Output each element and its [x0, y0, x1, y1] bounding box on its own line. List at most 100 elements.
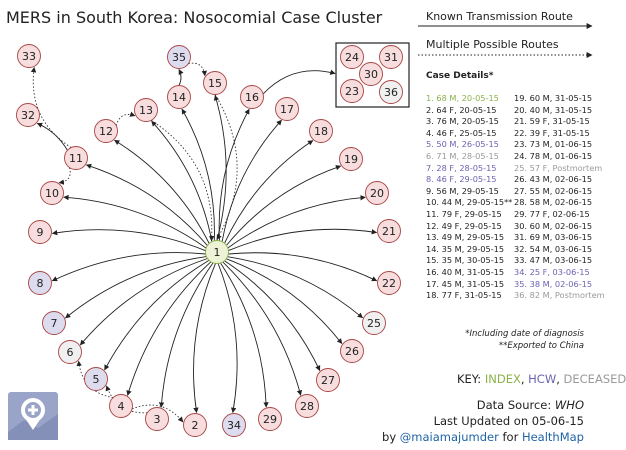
legend-known-label: Known Transmission Route: [426, 10, 573, 23]
author-handle[interactable]: @maiamajumder: [399, 430, 499, 444]
case-detail-item: 22. 39 F, 31-05-15: [514, 127, 590, 138]
case-node-circle: [365, 181, 389, 205]
cluster-box: [335, 42, 410, 108]
case-node-label: 36: [384, 86, 398, 99]
case-detail-item: 23. 73 M, 01-06-15: [514, 139, 593, 150]
case-node-circle: [205, 240, 229, 264]
case-detail-item: 11. 79 F, 29-05-15: [426, 208, 502, 219]
known-route-edge: [36, 122, 68, 151]
known-route-edge: [51, 252, 206, 282]
case-node-circle: [258, 407, 282, 431]
case-node-circle: [58, 340, 82, 364]
healthmap-link[interactable]: HealthMap: [521, 430, 584, 444]
data-source: Data Source: WHO: [477, 398, 584, 412]
case-node-label: 7: [51, 317, 58, 330]
possible-route-edge: [30, 66, 72, 148]
case-node-32: 32: [16, 103, 40, 127]
case-detail-item: 3. 76 M, 20-05-15: [426, 116, 499, 127]
case-node-circle: [145, 407, 169, 431]
known-route-edge: [222, 261, 303, 396]
case-node-7: 7: [42, 311, 66, 335]
case-node-label: 6: [67, 346, 74, 359]
case-node-circle: [203, 71, 227, 95]
case-detail-item: 1. 68 M, 20-05-15: [426, 93, 499, 103]
known-route-edge: [227, 256, 364, 319]
key-index: INDEX: [484, 372, 521, 386]
known-route-edge: [178, 69, 184, 86]
known-route-edge: [227, 195, 366, 249]
key-separator: ,: [556, 372, 560, 386]
case-node-10: 10: [40, 181, 64, 205]
case-node-circle: [240, 85, 264, 109]
case-detail-item: 18. 77 F, 31-05-15: [426, 290, 502, 301]
case-node-label: 13: [139, 104, 153, 117]
known-route-edge: [181, 108, 215, 241]
attribution-by: by: [382, 430, 397, 444]
case-node-circle: [379, 80, 403, 104]
case-node-circle: [28, 220, 52, 244]
case-detail-item: 4. 46 F, 25-05-15: [426, 127, 497, 138]
known-route-edge: [226, 165, 342, 246]
known-route-edge: [63, 194, 207, 249]
known-route-edge: [151, 120, 213, 242]
case-node-label: 14: [172, 91, 186, 104]
case-node-3: 3: [145, 407, 169, 431]
known-route-edge: [228, 252, 378, 282]
case-detail-item: 29. 77 F, 02-06-15: [514, 208, 590, 219]
case-node-circle: [222, 413, 246, 437]
case-node-12: 12: [94, 119, 118, 143]
case-node-circle: [309, 119, 333, 143]
case-node-label: 8: [37, 277, 44, 290]
case-node-circle: [42, 311, 66, 335]
known-route-edge: [220, 262, 269, 408]
attribution: by @maiamajumder for HealthMap: [382, 430, 584, 444]
case-node-label: 22: [382, 277, 396, 290]
legend-possible-label: Multiple Possible Routes: [426, 38, 559, 51]
case-node-label: 19: [344, 153, 358, 166]
case-detail-item: 35. 38 M, 02-06-15: [514, 278, 593, 289]
possible-route-edge: [105, 385, 148, 414]
case-detail-item: 6. 71 M, 28-05-15: [426, 150, 499, 161]
case-node-circle: [64, 146, 88, 170]
known-route-edge: [65, 256, 207, 319]
case-node-31: 31: [379, 45, 403, 69]
case-detail-item: 12. 49 F, 29-05-15: [426, 220, 502, 231]
case-node-label: 18: [314, 125, 328, 138]
known-route-edge: [79, 258, 208, 346]
case-node-34: 34: [222, 413, 246, 437]
case-detail-item: 32. 54 M, 03-06-15: [514, 243, 593, 254]
case-node-label: 1: [214, 246, 221, 259]
case-detail-item: 21. 59 F, 31-05-15: [514, 116, 590, 127]
case-detail-item: 25. 57 F, Postmortem: [514, 162, 603, 173]
case-node-label: 29: [263, 413, 277, 426]
case-detail-item: 5. 50 M, 26-05-15: [426, 139, 499, 150]
case-node-19: 19: [339, 147, 363, 171]
possible-route-edge: [76, 360, 114, 399]
known-route-edge: [224, 260, 321, 372]
case-node-circle: [377, 271, 401, 295]
case-node-label: 4: [118, 400, 125, 413]
case-node-label: 26: [345, 345, 359, 358]
known-route-edge: [228, 228, 378, 252]
healthmap-logo: [8, 392, 58, 440]
case-node-circle: [377, 219, 401, 243]
case-node-label: 12: [99, 125, 113, 138]
case-node-circle: [359, 62, 383, 86]
case-node-label: 11: [69, 152, 83, 165]
case-detail-item: 20. 40 M, 31-05-15: [514, 104, 593, 115]
case-node-14: 14: [167, 85, 191, 109]
case-node-circle: [340, 79, 364, 103]
case-node-label: 17: [280, 103, 294, 116]
known-route-edge: [158, 262, 214, 408]
case-node-2: 2: [183, 413, 207, 437]
case-node-27: 27: [316, 368, 340, 392]
known-route-edge: [224, 140, 314, 244]
case-detail-item: 9. 56 M, 29-05-15: [426, 185, 499, 196]
case-node-circle: [17, 44, 41, 68]
case-node-label: 5: [93, 373, 100, 386]
case-node-circle: [340, 45, 364, 69]
case-node-circle: [109, 394, 133, 418]
case-detail-item: 7. 28 F, 28-05-15: [426, 162, 497, 173]
case-detail-item: 33. 47 M, 03-06-15: [514, 255, 593, 266]
case-node-label: 20: [370, 187, 384, 200]
